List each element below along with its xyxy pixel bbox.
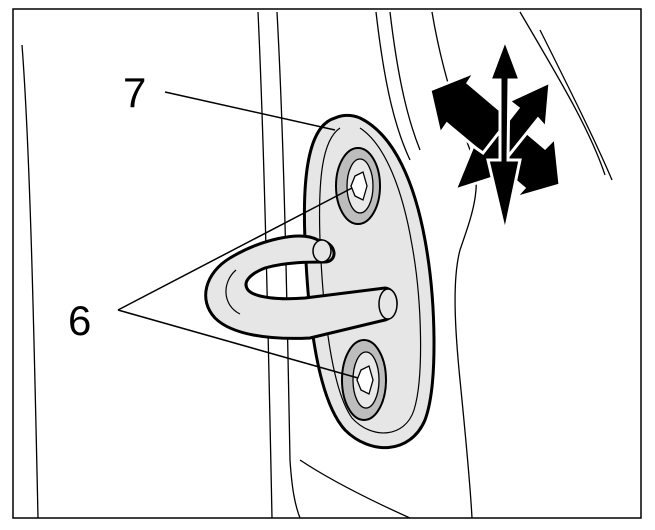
upper-bolt-torx-head xyxy=(350,171,368,201)
callout-6: 6 xyxy=(68,297,91,344)
leader-line-6-lower xyxy=(117,309,359,379)
lower-bolt-torx-head xyxy=(356,365,374,395)
striker-plate-bevel xyxy=(318,127,422,434)
lower-bolt xyxy=(341,339,387,421)
four-way-move-arrow-icon xyxy=(428,35,562,233)
leader-lines xyxy=(117,91,359,379)
upper-bolt xyxy=(335,147,381,225)
striker-loop xyxy=(204,234,398,340)
illustration-frame xyxy=(12,8,642,519)
leader-line-6-upper xyxy=(117,187,353,311)
leader-line-7 xyxy=(164,91,336,131)
callout-7: 7 xyxy=(123,69,146,116)
